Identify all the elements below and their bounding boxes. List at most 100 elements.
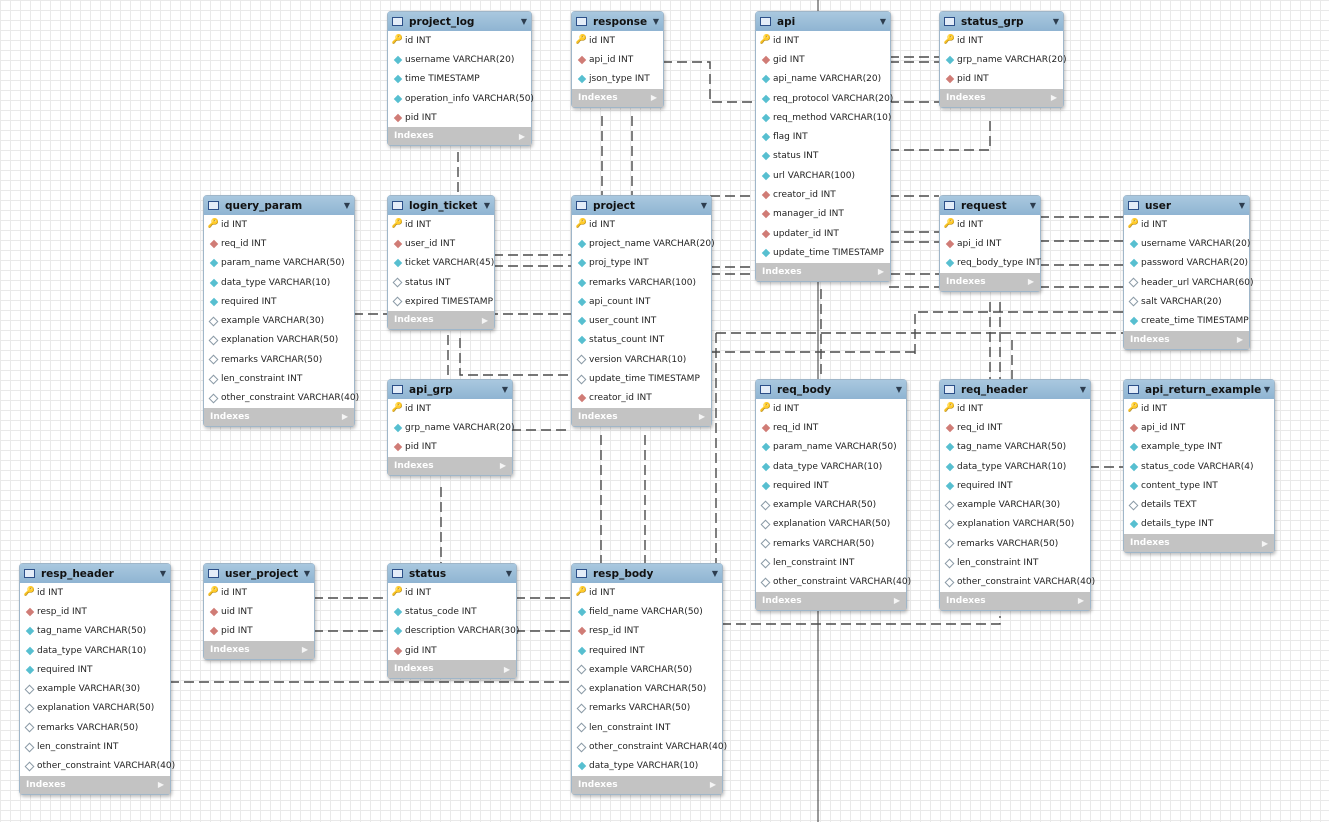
expand-arrow-icon[interactable]: ▶ <box>481 315 488 325</box>
table-header[interactable]: project▼ <box>572 196 711 215</box>
indexes-section[interactable]: Indexes▶ <box>940 591 1090 610</box>
expand-arrow-icon[interactable]: ▶ <box>503 664 510 674</box>
table-header[interactable]: api▼ <box>756 12 890 31</box>
column-row[interactable]: creator_id INT <box>572 389 711 408</box>
column-row[interactable]: project_name VARCHAR(20) <box>572 234 715 253</box>
dropdown-arrow-icon[interactable]: ▼ <box>1079 385 1086 394</box>
column-row[interactable]: details_type INT <box>1124 515 1274 534</box>
column-row[interactable]: resp_id INT <box>572 622 722 641</box>
column-row[interactable]: api_id INT <box>940 234 1040 253</box>
column-row[interactable]: explanation VARCHAR(50) <box>572 679 722 698</box>
column-row[interactable]: req_body_type INT <box>940 254 1041 273</box>
column-row[interactable]: field_name VARCHAR(50) <box>572 602 722 621</box>
column-row[interactable]: param_name VARCHAR(50) <box>204 254 354 273</box>
indexes-section[interactable]: Indexes▶ <box>572 775 722 794</box>
column-row[interactable]: content_type INT <box>1124 476 1274 495</box>
dropdown-arrow-icon[interactable]: ▼ <box>711 569 718 578</box>
expand-arrow-icon[interactable]: ▶ <box>341 412 348 422</box>
column-row[interactable]: 🔑id INT <box>204 215 354 234</box>
column-row[interactable]: flag INT <box>756 127 890 146</box>
column-row[interactable]: url VARCHAR(100) <box>756 166 890 185</box>
column-row[interactable]: 🔑id INT <box>204 583 314 602</box>
column-row[interactable]: other_constraint VARCHAR(40) <box>204 389 359 408</box>
column-row[interactable]: time TIMESTAMP <box>388 70 531 89</box>
dropdown-arrow-icon[interactable]: ▼ <box>1238 201 1245 210</box>
column-row[interactable]: example VARCHAR(50) <box>572 660 722 679</box>
column-row[interactable]: required INT <box>940 476 1090 495</box>
expand-arrow-icon[interactable]: ▶ <box>1027 277 1034 287</box>
column-row[interactable]: required INT <box>20 660 170 679</box>
column-row[interactable]: grp_name VARCHAR(20) <box>388 418 515 437</box>
dropdown-arrow-icon[interactable]: ▼ <box>159 569 166 578</box>
column-row[interactable]: header_url VARCHAR(60) <box>1124 273 1253 292</box>
column-row[interactable]: tag_name VARCHAR(50) <box>940 438 1090 457</box>
expand-arrow-icon[interactable]: ▶ <box>709 780 716 790</box>
column-row[interactable]: proj_type INT <box>572 254 711 273</box>
table-header[interactable]: query_param▼ <box>204 196 354 215</box>
column-row[interactable]: 🔑id INT <box>572 215 711 234</box>
column-row[interactable]: 🔑id INT <box>756 31 890 50</box>
column-row[interactable]: data_type VARCHAR(10) <box>756 457 906 476</box>
column-row[interactable]: details TEXT <box>1124 495 1274 514</box>
indexes-section[interactable]: Indexes▶ <box>572 88 663 107</box>
column-row[interactable]: resp_id INT <box>20 602 170 621</box>
column-row[interactable]: user_id INT <box>388 234 494 253</box>
indexes-section[interactable]: Indexes▶ <box>940 272 1040 291</box>
column-row[interactable]: status_code INT <box>388 602 516 621</box>
table-header[interactable]: api_grp▼ <box>388 380 512 399</box>
column-row[interactable]: example_type INT <box>1124 438 1274 457</box>
expand-arrow-icon[interactable]: ▶ <box>698 412 705 422</box>
column-row[interactable]: 🔑id INT <box>572 583 722 602</box>
expand-arrow-icon[interactable]: ▶ <box>1077 596 1084 606</box>
column-row[interactable]: other_constraint VARCHAR(40) <box>756 573 911 592</box>
column-row[interactable]: remarks VARCHAR(50) <box>940 534 1090 553</box>
dropdown-arrow-icon[interactable]: ▼ <box>700 201 707 210</box>
column-row[interactable]: req_id INT <box>756 418 906 437</box>
expand-arrow-icon[interactable]: ▶ <box>518 131 525 141</box>
expand-arrow-icon[interactable]: ▶ <box>1236 335 1243 345</box>
column-row[interactable]: description VARCHAR(30) <box>388 622 519 641</box>
column-row[interactable]: password VARCHAR(20) <box>1124 254 1249 273</box>
column-row[interactable]: len_constraint INT <box>756 553 906 572</box>
column-row[interactable]: req_method VARCHAR(10) <box>756 108 891 127</box>
column-row[interactable]: status INT <box>388 273 494 292</box>
column-row[interactable]: username VARCHAR(20) <box>1124 234 1250 253</box>
column-row[interactable]: update_time TIMESTAMP <box>756 243 890 262</box>
column-row[interactable]: api_name VARCHAR(20) <box>756 70 890 89</box>
table-header[interactable]: req_header▼ <box>940 380 1090 399</box>
column-row[interactable]: explanation VARCHAR(50) <box>756 515 906 534</box>
column-row[interactable]: param_name VARCHAR(50) <box>756 438 906 457</box>
column-row[interactable]: salt VARCHAR(20) <box>1124 292 1249 311</box>
column-row[interactable]: pid INT <box>388 438 512 457</box>
indexes-section[interactable]: Indexes▶ <box>204 640 314 659</box>
column-row[interactable]: example VARCHAR(30) <box>940 495 1090 514</box>
dropdown-arrow-icon[interactable]: ▼ <box>520 17 527 26</box>
column-row[interactable]: creator_id INT <box>756 185 890 204</box>
indexes-section[interactable]: Indexes▶ <box>388 660 516 679</box>
column-row[interactable]: other_constraint VARCHAR(40) <box>940 573 1095 592</box>
expand-arrow-icon[interactable]: ▶ <box>1050 93 1057 103</box>
dropdown-arrow-icon[interactable]: ▼ <box>303 569 310 578</box>
column-row[interactable]: 🔑id INT <box>940 399 1090 418</box>
column-row[interactable]: 🔑id INT <box>388 399 512 418</box>
column-row[interactable]: required INT <box>756 476 906 495</box>
column-row[interactable]: operation_info VARCHAR(50) <box>388 89 534 108</box>
column-row[interactable]: required INT <box>204 292 354 311</box>
column-row[interactable]: status INT <box>756 147 890 166</box>
column-row[interactable]: updater_id INT <box>756 224 890 243</box>
column-row[interactable]: manager_id INT <box>756 205 890 224</box>
column-row[interactable]: 🔑id INT <box>940 31 1063 50</box>
indexes-section[interactable]: Indexes▶ <box>756 262 890 281</box>
table-header[interactable]: api_return_example▼ <box>1124 380 1274 399</box>
column-row[interactable]: tag_name VARCHAR(50) <box>20 622 170 641</box>
column-row[interactable]: 🔑id INT <box>1124 215 1249 234</box>
